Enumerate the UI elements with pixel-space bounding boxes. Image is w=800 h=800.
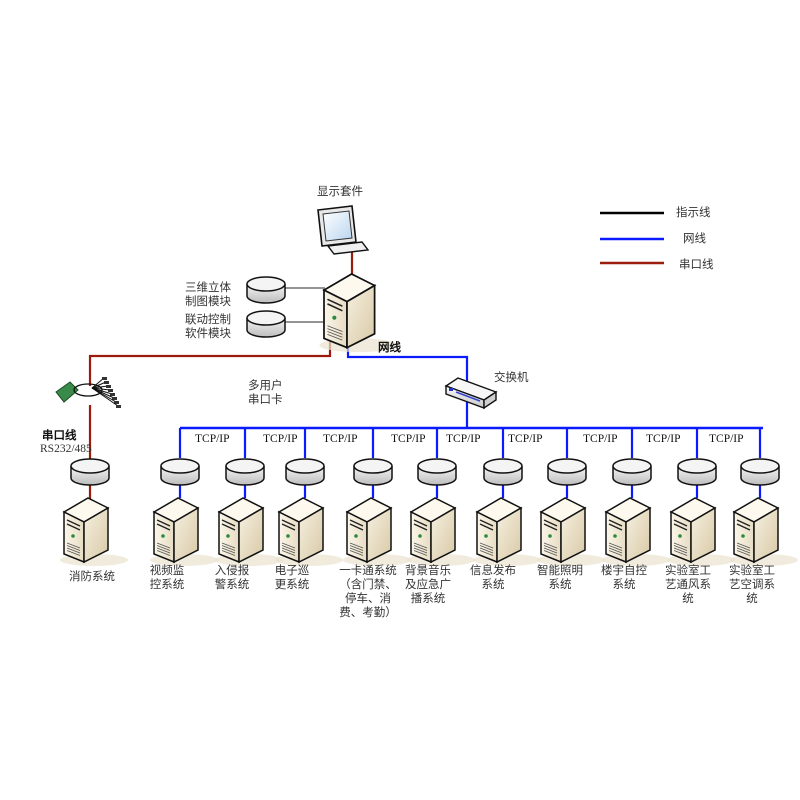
protocol-label-tcp-ip: TCP/IP [446, 433, 481, 445]
server-icon-subsystem-4 [343, 497, 411, 566]
subsystem-label: 信息发布 系统 [470, 563, 516, 591]
protocol-label-tcp-ip: TCP/IP [646, 433, 681, 445]
serial-line-main [88, 336, 332, 386]
network-cable-label: 网线 [378, 340, 401, 354]
subsystem-label: 实验室工 艺空调系 统 [729, 563, 775, 605]
protocol-label-tcp-ip: TCP/IP [508, 433, 543, 445]
subsystem-label: 楼宇自控 系统 [601, 563, 647, 591]
subsystem-label: 电子巡 更系统 [274, 563, 310, 591]
disk-icon-subsystem-1 [160, 458, 200, 486]
server-icon-subsystem-6 [473, 497, 541, 566]
switch-label: 交换机 [494, 370, 529, 384]
module-label-3d: 三维立体 制图模块 [185, 280, 231, 308]
disk-icon-subsystem-10 [740, 458, 780, 486]
module-label-linkage: 联动控制 软件模块 [185, 312, 231, 340]
serial-card-icon [55, 377, 121, 408]
serial-line-label: 串口线 [42, 428, 77, 442]
protocol-label-tcp-ip: TCP/IP [263, 433, 298, 445]
main-server-icon [319, 273, 398, 353]
disk-icon-subsystem-4 [353, 458, 393, 486]
legend-label-serial: 串口线 [679, 257, 714, 271]
legend-label-network: 网线 [683, 231, 706, 245]
switch-icon [444, 377, 498, 410]
subsystem-label: 入侵报 警系统 [214, 563, 250, 591]
protocol-label-tcp-ip: TCP/IP [391, 433, 426, 445]
server-icon-subsystem-9 [667, 497, 735, 566]
protocol-label-tcp-ip: TCP/IP [323, 433, 358, 445]
disk-icon-subsystem-8 [612, 458, 652, 486]
subsystem-label: 视频监 控系统 [149, 563, 185, 591]
disk-icon-fire-system [70, 458, 110, 486]
display-kit-label: 显示套件 [317, 184, 363, 198]
disk-icon-subsystem-9 [677, 458, 717, 486]
server-icon-subsystem-8 [602, 497, 670, 566]
disk-icon-subsystem-2 [225, 458, 265, 486]
server-icon-fire-system [60, 497, 128, 566]
server-icon-subsystem-7 [537, 497, 605, 566]
protocol-label-tcp-ip: TCP/IP [709, 433, 744, 445]
legend-label-indicator: 指示线 [676, 205, 711, 219]
fire-system-label: 消防系统 [69, 569, 115, 583]
disk-icon-linkage-module [246, 310, 286, 338]
server-icon-subsystem-3 [275, 497, 343, 566]
subsystem-label: 背景音乐 及应急广 播系统 [405, 563, 451, 605]
server-icon-subsystem-2 [215, 497, 283, 566]
subsystem-label: 智能照明 系统 [537, 563, 583, 591]
subsystem-label: 一卡通系统 （含门禁、 停车、消 费、考勤） [339, 563, 397, 619]
server-icon-subsystem-5 [407, 497, 475, 566]
disk-icon-subsystem-7 [547, 458, 587, 486]
protocol-label-tcp-ip: TCP/IP [583, 433, 618, 445]
serial-card-label: 多用户 串口卡 [248, 378, 283, 406]
disk-icon-3d-module [246, 276, 286, 304]
disk-icon-subsystem-3 [285, 458, 325, 486]
serial-line-standard: RS232/485 [40, 443, 92, 455]
server-icon-subsystem-1 [150, 497, 218, 566]
protocol-label-tcp-ip: TCP/IP [195, 433, 230, 445]
disk-icon-subsystem-5 [417, 458, 457, 486]
server-icon-subsystem-10 [730, 497, 798, 566]
disk-icon-subsystem-6 [483, 458, 523, 486]
monitor-icon [317, 205, 370, 255]
subsystem-label: 实验室工 艺通风系 统 [665, 563, 711, 605]
